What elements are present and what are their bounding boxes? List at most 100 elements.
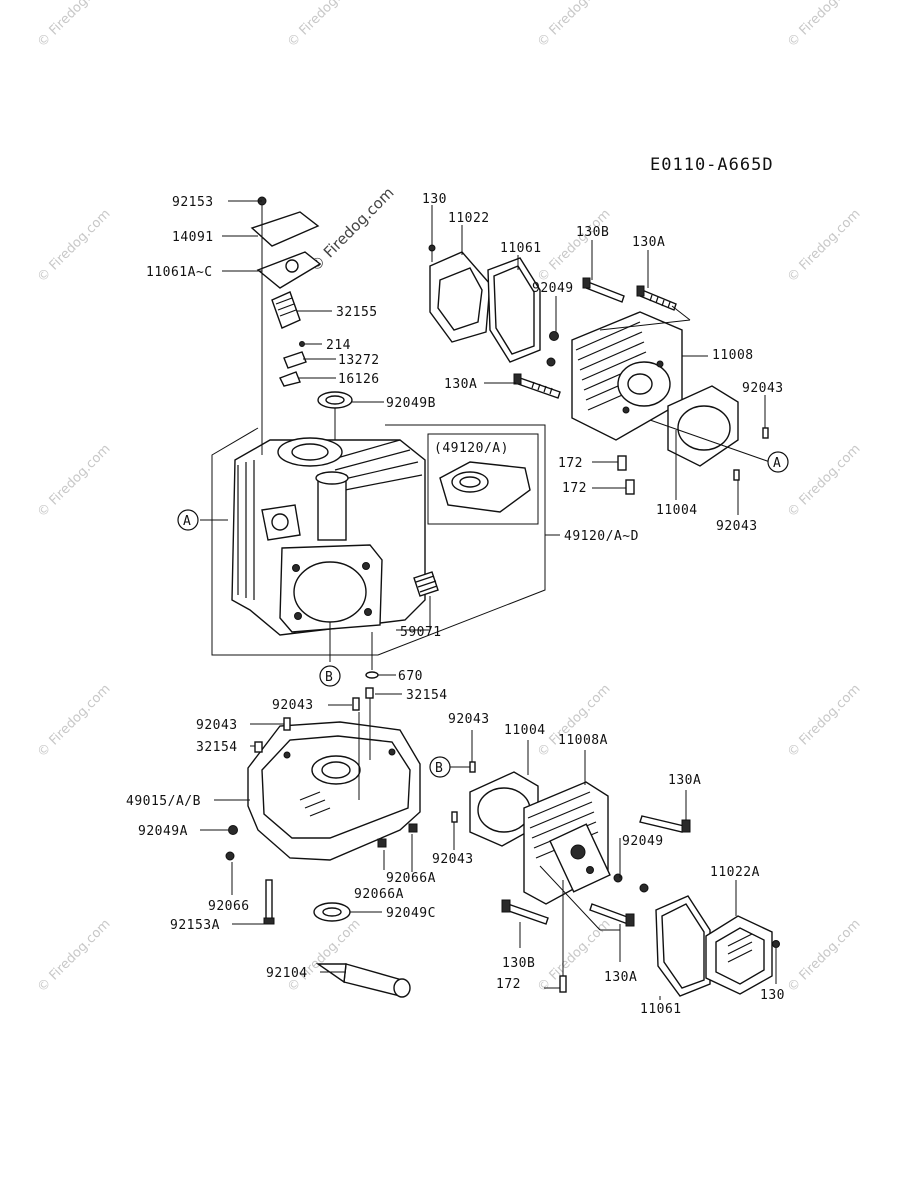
- head-cover-11022a: [705, 915, 773, 995]
- filter-59071: [413, 571, 439, 597]
- breather-assembly: [250, 196, 353, 409]
- callout-b-bottom: B: [429, 756, 451, 778]
- pin-32154-c: [365, 687, 374, 699]
- watermark: © Firedog.com: [785, 207, 864, 286]
- nut-92049-b1: [613, 873, 623, 883]
- bolt-130a-bottom2: [589, 903, 635, 927]
- plate-13272: [283, 351, 307, 369]
- label-11061ac: 11061A~C: [146, 265, 213, 280]
- label-130b-top: 130B: [576, 225, 609, 240]
- label-92066a-2: 92066A: [386, 871, 436, 886]
- watermark-prominent: © Firedog.com: [306, 184, 398, 276]
- label-130b-b: 130B: [502, 956, 535, 971]
- bolt-92066a-2: [408, 823, 418, 833]
- svg-text:B: B: [325, 670, 333, 685]
- part-labels: 92153 14091 11061A~C 32155 214 13272 161…: [126, 192, 785, 1017]
- label-32155: 32155: [336, 305, 378, 320]
- label-49120ad: 49120/A~D: [564, 529, 639, 544]
- head-gasket-11004-top: [667, 385, 739, 467]
- head-gasket-11004-bottom: [469, 771, 539, 847]
- label-11061-top: 11061: [500, 241, 542, 256]
- label-130a-b1: 130A: [668, 773, 701, 788]
- screw-214: [299, 341, 305, 347]
- label-92153a: 92153A: [170, 918, 220, 933]
- label-130-b: 130: [760, 988, 785, 1003]
- label-92043-l: 92043: [196, 718, 238, 733]
- bolt-130-bottom: [772, 940, 780, 948]
- gasket-11061-bottom: [655, 895, 711, 997]
- dowel-92043-r1: [762, 427, 769, 439]
- label-11004-top: 11004: [656, 503, 698, 518]
- label-92049-top: 92049: [532, 281, 574, 296]
- watermark: © Firedog.com: [535, 917, 614, 996]
- label-670: 670: [398, 669, 423, 684]
- nut-92049-b2: [639, 883, 649, 893]
- watermark: © Firedog.com: [785, 0, 864, 51]
- leader-lines-bottomleft: [200, 693, 413, 973]
- callout-a-right: A: [767, 451, 789, 473]
- label-49015: 49015/A/B: [126, 794, 201, 809]
- inset-49120a: (49120/A): [427, 433, 539, 525]
- label-130a-mid: 130A: [444, 377, 477, 392]
- leader-lines-bottomright: [450, 730, 777, 1000]
- label-32154-l: 32154: [196, 740, 238, 755]
- label-92049a: 92049A: [138, 824, 188, 839]
- label-92043-b2: 92043: [432, 852, 474, 867]
- bolt-130b-bottom: [501, 899, 549, 925]
- watermark: © Firedog.com: [535, 0, 614, 51]
- bolt-92153a: [263, 879, 275, 925]
- stud-172-b: [625, 479, 635, 495]
- label-92049-b: 92049: [622, 834, 664, 849]
- crankcase-49015: [247, 721, 421, 861]
- bolt-92066: [225, 851, 235, 861]
- label-92066: 92066: [208, 899, 250, 914]
- cylinder-head-11008: [571, 311, 683, 441]
- dowel-92043-l: [283, 717, 291, 731]
- gasket-11061-top: [487, 257, 541, 363]
- label-14091: 14091: [172, 230, 214, 245]
- cylinder-head-11008a: [523, 781, 611, 905]
- watermark: © Firedog.com: [35, 442, 114, 521]
- watermark: © Firedog.com: [785, 682, 864, 761]
- o-ring-670: [365, 671, 379, 679]
- leader-lines-topleft: [200, 200, 431, 676]
- label-92049b: 92049B: [386, 396, 436, 411]
- sealant-92104: [315, 963, 411, 998]
- label-11061-b: 11061: [640, 1002, 682, 1017]
- leader-lines-topright: [431, 205, 771, 515]
- label-16126: 16126: [338, 372, 380, 387]
- label-172-c: 172: [496, 977, 521, 992]
- nut-92049-a: [549, 331, 559, 341]
- reed-16126: [279, 371, 301, 387]
- callout-b-top: B: [319, 665, 341, 687]
- crankcase-body: [231, 437, 426, 636]
- watermark: © Firedog.com: [285, 0, 364, 51]
- callout-a-left: A: [177, 509, 199, 531]
- cover-14091: [250, 211, 320, 247]
- watermark: © Firedog.com: [35, 917, 114, 996]
- label-92043-b1: 92043: [448, 712, 490, 727]
- inset-label: (49120/A): [434, 441, 509, 456]
- label-92066a-1: 92066A: [354, 887, 404, 902]
- label-59071: 59071: [400, 625, 442, 640]
- label-214: 214: [326, 338, 351, 353]
- watermark: © Firedog.com: [35, 0, 114, 51]
- bolt-130a-bottom1: [639, 815, 691, 833]
- label-172-b: 172: [562, 481, 587, 496]
- label-11008a: 11008A: [558, 733, 608, 748]
- label-11022a: 11022A: [710, 865, 760, 880]
- head-cover-11022: [428, 244, 491, 343]
- label-130a-b2: 130A: [604, 970, 637, 985]
- group-bracket: [211, 424, 546, 656]
- bolt-92066a-1: [377, 838, 387, 848]
- bolt-130a-mid: [513, 373, 561, 399]
- dowel-92043-r2: [733, 469, 740, 481]
- watermark: © Firedog.com: [535, 207, 614, 286]
- label-92104: 92104: [266, 966, 308, 981]
- label-92043-r1: 92043: [742, 381, 784, 396]
- label-11004-b: 11004: [504, 723, 546, 738]
- watermark: © Firedog.com: [535, 682, 614, 761]
- label-11022: 11022: [448, 211, 490, 226]
- label-92153: 92153: [172, 195, 214, 210]
